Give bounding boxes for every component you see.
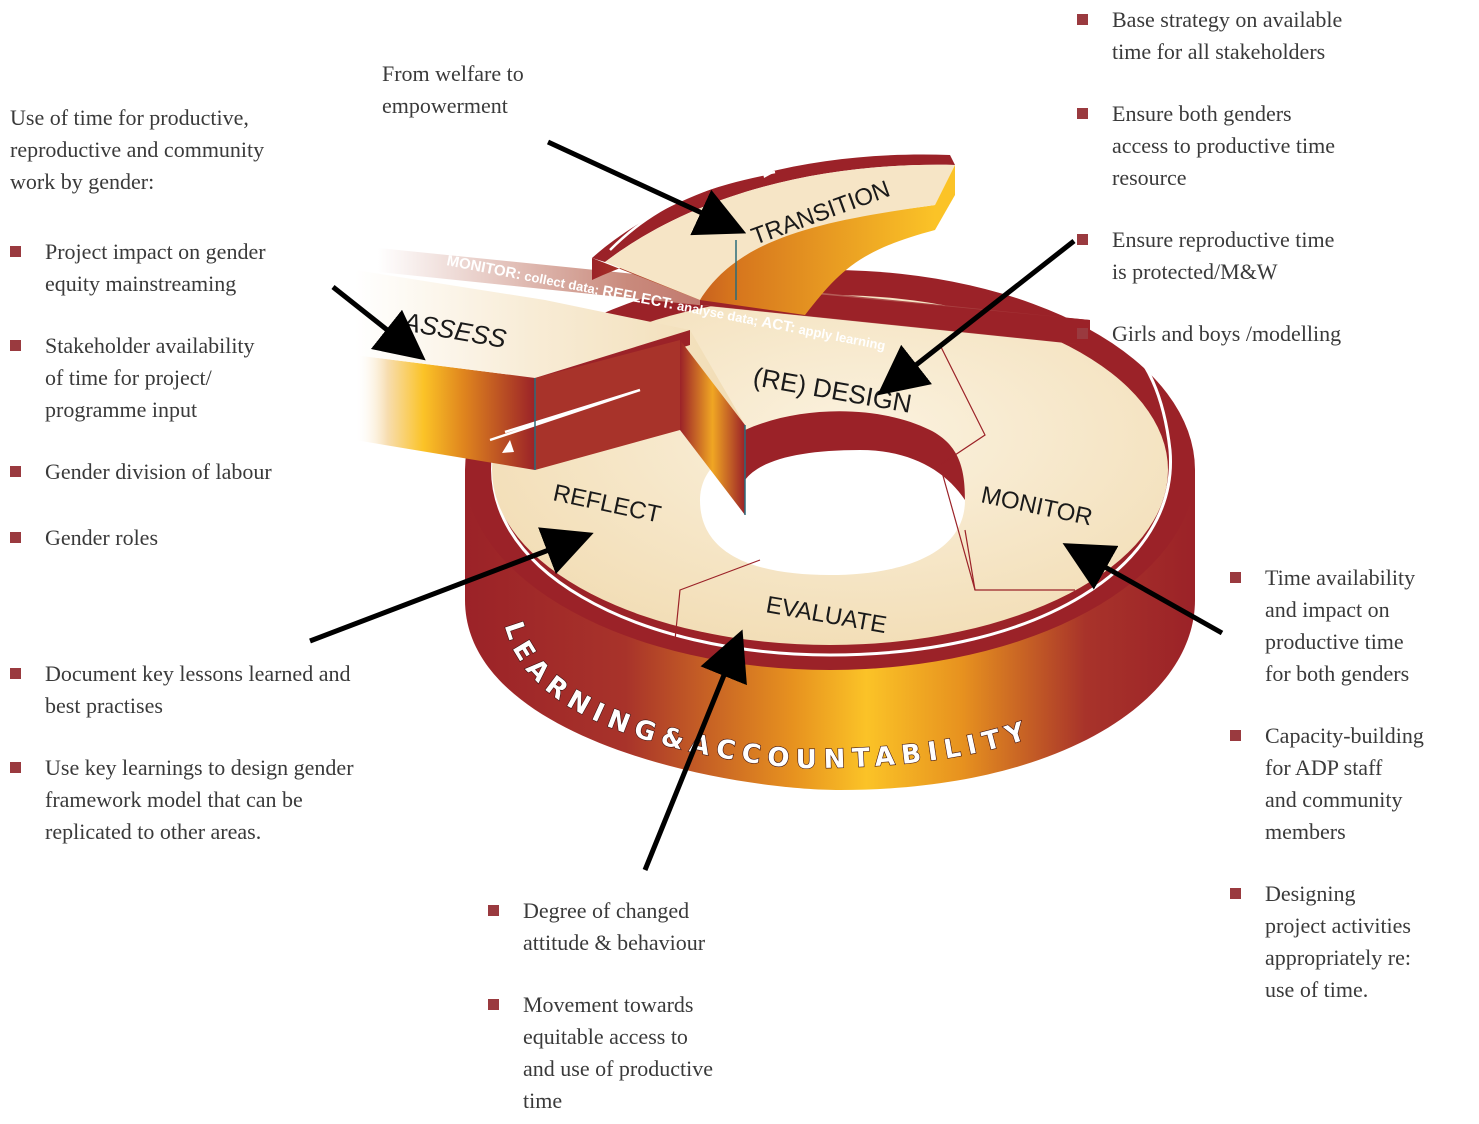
list-item-line: and community bbox=[1265, 784, 1475, 816]
list-item-line: attitude & behaviour bbox=[523, 927, 768, 959]
list-item-line: project activities bbox=[1265, 910, 1475, 942]
transition-note: From welfare to empowerment bbox=[382, 58, 524, 122]
bullet-icon bbox=[1230, 572, 1241, 583]
bullet-icon bbox=[10, 532, 21, 543]
list-item-line: for both genders bbox=[1265, 658, 1475, 690]
list-item-line: Movement towards bbox=[523, 989, 768, 1021]
list-item: Designing project activities appropriate… bbox=[1230, 878, 1475, 1006]
list-item-line: Girls and boys /modelling bbox=[1112, 318, 1407, 350]
list-item: Use key learnings to design gender frame… bbox=[10, 752, 440, 848]
list-item-line: Degree of changed bbox=[523, 895, 768, 927]
assess-intro-line: Use of time for productive, bbox=[10, 102, 264, 134]
list-item-line: time bbox=[523, 1085, 768, 1117]
bullet-icon bbox=[10, 668, 21, 679]
list-item: Base strategy on available time for all … bbox=[1077, 4, 1407, 68]
list-item-line: replicated to other areas. bbox=[45, 816, 440, 848]
transition-note-line: empowerment bbox=[382, 90, 524, 122]
list-item: Time availability and impact on producti… bbox=[1230, 562, 1475, 690]
evaluate-list: Degree of changed attitude & behaviour M… bbox=[488, 895, 768, 1117]
list-item-line: Designing bbox=[1265, 878, 1475, 910]
bullet-icon bbox=[1230, 888, 1241, 899]
list-item-line: Ensure reproductive time bbox=[1112, 224, 1407, 256]
assess-list: Project impact on gender equity mainstre… bbox=[10, 236, 340, 554]
list-item: Stakeholder availability of time for pro… bbox=[10, 330, 340, 426]
design-list: Base strategy on available time for all … bbox=[1077, 4, 1407, 350]
list-item-line: Project impact on gender bbox=[45, 236, 340, 268]
transition-note-line: From welfare to bbox=[382, 58, 524, 90]
list-item-line: is protected/M&W bbox=[1112, 256, 1407, 288]
list-item-line: Gender roles bbox=[45, 522, 340, 554]
list-item-line: appropriately re: bbox=[1265, 942, 1475, 974]
assess-intro-line: reproductive and community bbox=[10, 134, 264, 166]
bullet-icon bbox=[1077, 14, 1088, 25]
list-item: Ensure reproductive time is protected/M&… bbox=[1077, 224, 1407, 288]
list-item-line: for ADP staff bbox=[1265, 752, 1475, 784]
list-item-line: members bbox=[1265, 816, 1475, 848]
list-item-line: use of time. bbox=[1265, 974, 1475, 1006]
bullet-icon bbox=[488, 905, 499, 916]
list-item-line: programme input bbox=[45, 394, 340, 426]
list-item: Girls and boys /modelling bbox=[1077, 318, 1407, 350]
bullet-icon bbox=[1230, 730, 1241, 741]
bullet-icon bbox=[10, 762, 21, 773]
list-item-line: equitable access to bbox=[523, 1021, 768, 1053]
list-item: Document key lessons learned and best pr… bbox=[10, 658, 440, 722]
bullet-icon bbox=[488, 999, 499, 1010]
list-item: Gender division of labour bbox=[10, 456, 340, 488]
list-item-line: resource bbox=[1112, 162, 1407, 194]
list-item-line: time for all stakeholders bbox=[1112, 36, 1407, 68]
list-item-line: Capacity-building bbox=[1265, 720, 1475, 752]
list-item-line: of time for project/ bbox=[45, 362, 340, 394]
list-item-line: Stakeholder availability bbox=[45, 330, 340, 362]
list-item-line: Ensure both genders bbox=[1112, 98, 1407, 130]
list-item: Movement towards equitable access to and… bbox=[488, 989, 768, 1117]
assess-intro-line: work by gender: bbox=[10, 166, 264, 198]
list-item-line: equity mainstreaming bbox=[45, 268, 340, 300]
list-item-line: best practises bbox=[45, 690, 440, 722]
assess-intro: Use of time for productive, reproductive… bbox=[10, 102, 264, 198]
bullet-icon bbox=[10, 340, 21, 351]
bullet-icon bbox=[10, 246, 21, 257]
arrow-transition bbox=[548, 142, 728, 225]
list-item-line: Time availability bbox=[1265, 562, 1475, 594]
bullet-icon bbox=[1077, 108, 1088, 119]
list-item: Capacity-building for ADP staff and comm… bbox=[1230, 720, 1475, 848]
bullet-icon bbox=[10, 466, 21, 477]
list-item: Degree of changed attitude & behaviour bbox=[488, 895, 768, 959]
list-item-line: framework model that can be bbox=[45, 784, 440, 816]
list-item-line: Document key lessons learned and bbox=[45, 658, 440, 690]
list-item: Project impact on gender equity mainstre… bbox=[10, 236, 340, 300]
list-item-line: Use key learnings to design gender bbox=[45, 752, 440, 784]
list-item-line: and use of productive bbox=[523, 1053, 768, 1085]
list-item-line: productive time bbox=[1265, 626, 1475, 658]
monitor-list: Time availability and impact on producti… bbox=[1230, 562, 1475, 1006]
list-item: Ensure both genders access to productive… bbox=[1077, 98, 1407, 194]
bullet-icon bbox=[1077, 234, 1088, 245]
list-item-line: Base strategy on available bbox=[1112, 4, 1407, 36]
list-item-line: access to productive time bbox=[1112, 130, 1407, 162]
list-item-line: Gender division of labour bbox=[45, 456, 340, 488]
list-item: Gender roles bbox=[10, 522, 340, 554]
reflect-list: Document key lessons learned and best pr… bbox=[10, 658, 440, 848]
list-item-line: and impact on bbox=[1265, 594, 1475, 626]
bullet-icon bbox=[1077, 328, 1088, 339]
